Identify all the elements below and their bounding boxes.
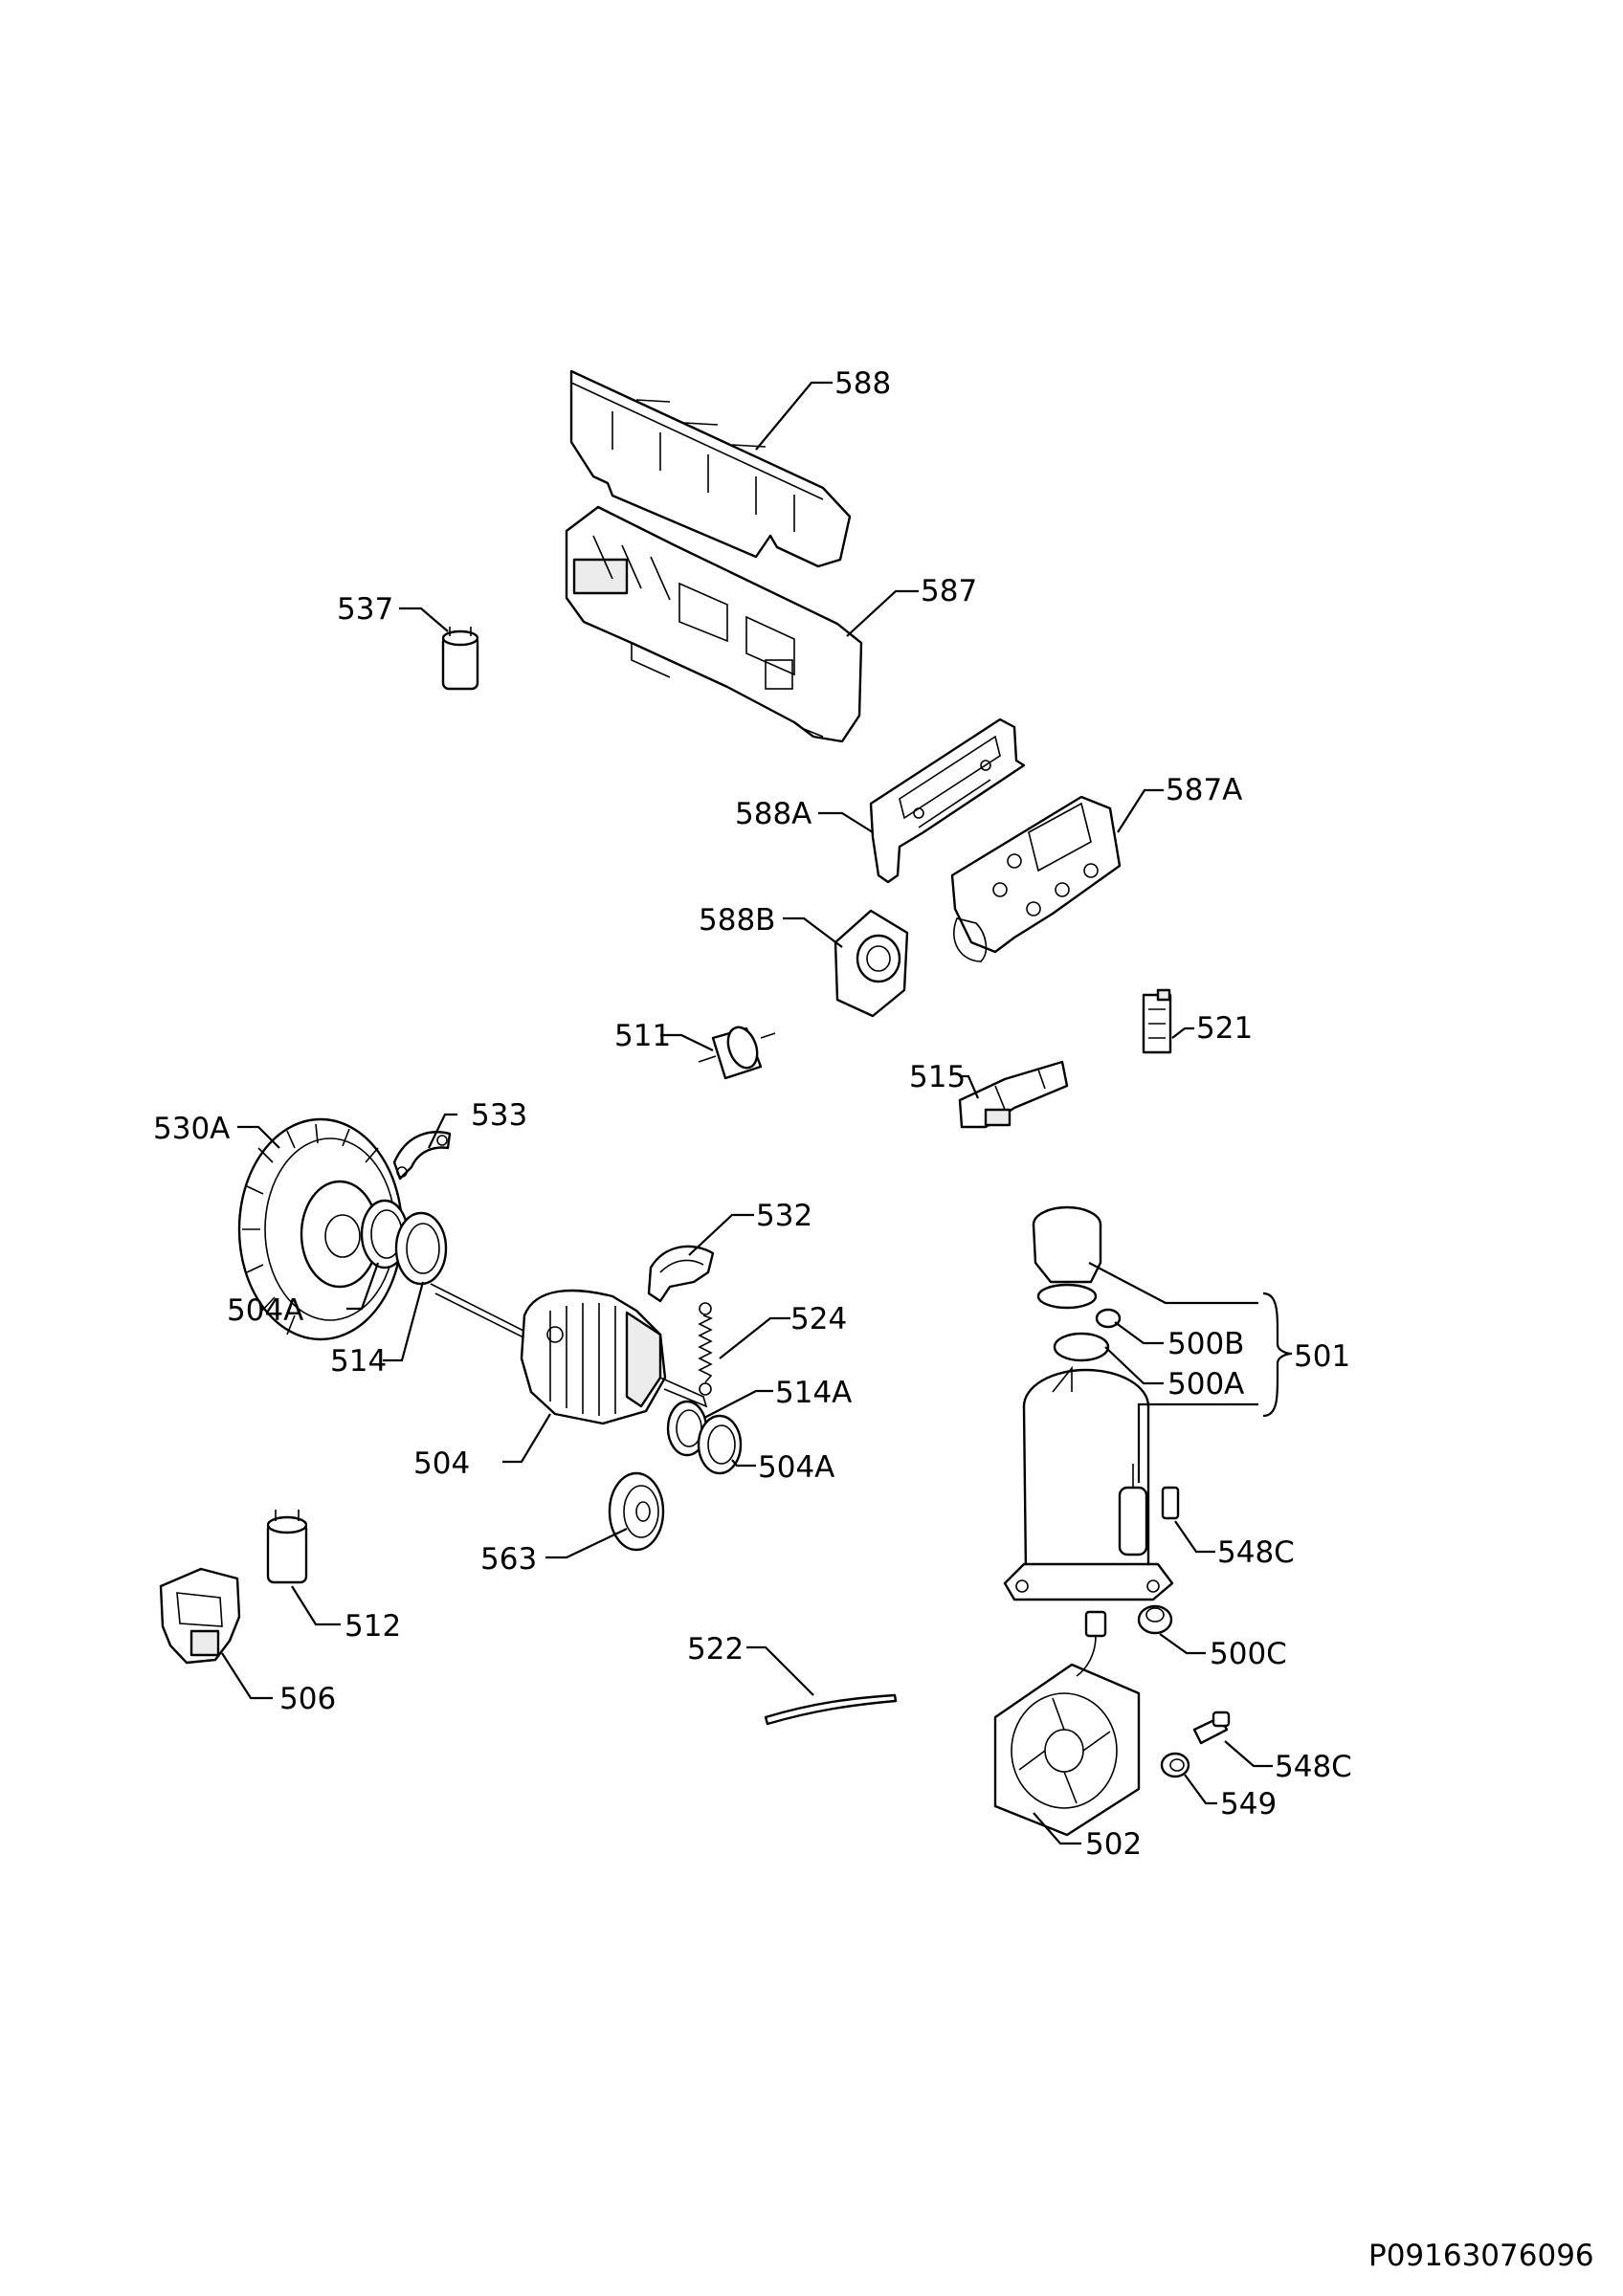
callout-537: 537: [337, 592, 393, 627]
part-588A-frame: [869, 718, 1026, 884]
callout-500B: 500B: [1167, 1327, 1244, 1361]
leader-500B: [1114, 1321, 1164, 1345]
part-500B-grommet: [1095, 1308, 1122, 1329]
part-512-capacitor: [266, 1510, 308, 1584]
leader-502: [1033, 1812, 1081, 1845]
part-521-connector: [1142, 988, 1172, 1054]
callout-501: 501: [1294, 1339, 1350, 1374]
bracket-501: [1262, 1292, 1293, 1418]
part-504A-seal-right: [697, 1414, 743, 1475]
part-549-grommet: [1160, 1752, 1190, 1778]
part-548C-valve-lower: [1192, 1711, 1231, 1745]
leader-511: [660, 1033, 714, 1051]
callout-504: 504: [413, 1446, 470, 1481]
callout-588B: 588B: [699, 903, 775, 938]
callout-502: 502: [1085, 1827, 1142, 1862]
leader-500C: [1159, 1633, 1206, 1655]
leader-504A-left: [346, 1262, 380, 1311]
leader-501-bracket-top: [1088, 1262, 1258, 1305]
callout-588A: 588A: [735, 797, 812, 831]
callout-514: 514: [330, 1344, 387, 1379]
leader-549: [1184, 1774, 1217, 1805]
callout-530A: 530A: [153, 1112, 230, 1146]
callout-533: 533: [471, 1098, 527, 1133]
part-506-pump: [159, 1567, 241, 1665]
callout-506: 506: [279, 1682, 336, 1716]
leader-532: [688, 1213, 754, 1256]
part-588-cover: [569, 369, 852, 568]
callout-587A: 587A: [1166, 773, 1242, 807]
leader-588: [755, 381, 833, 451]
callout-512: 512: [345, 1609, 401, 1644]
part-511-filter: [698, 1026, 776, 1080]
leader-548C-upper: [1174, 1520, 1215, 1554]
document-reference: P09163076096: [1368, 2239, 1594, 2273]
callout-511: 511: [614, 1019, 671, 1053]
callout-549: 549: [1220, 1787, 1277, 1821]
leader-504A-right: [731, 1459, 756, 1468]
callout-524: 524: [790, 1302, 847, 1336]
callout-504A-left: 504A: [227, 1293, 303, 1328]
part-515-sensor: [958, 1060, 1069, 1129]
leader-500A: [1104, 1346, 1164, 1385]
part-530A-fan-wheel: [237, 1117, 404, 1341]
leader-533: [428, 1113, 457, 1149]
part-502-fan: [993, 1610, 1141, 1837]
callout-500C: 500C: [1210, 1637, 1287, 1671]
leader-522: [746, 1645, 814, 1696]
callout-587: 587: [921, 574, 977, 608]
callout-532: 532: [756, 1199, 812, 1233]
callout-500A: 500A: [1167, 1367, 1244, 1402]
part-522-strip: [764, 1693, 898, 1726]
leader-504: [502, 1413, 551, 1464]
leader-587: [846, 589, 919, 637]
part-500C-grommet: [1137, 1604, 1173, 1635]
part-501-compressor: [1003, 1205, 1174, 1601]
part-524-spring: [698, 1302, 713, 1396]
leader-514A: [703, 1389, 773, 1419]
leader-548C-lower: [1224, 1740, 1273, 1768]
part-587A-pcb: [950, 795, 1122, 962]
callout-514A: 514A: [775, 1376, 852, 1410]
leader-506: [221, 1652, 273, 1700]
callout-521: 521: [1196, 1011, 1253, 1046]
part-563-pulley: [608, 1471, 665, 1552]
callout-548C-upper: 548C: [1217, 1535, 1295, 1570]
part-588B-selector: [834, 909, 909, 1018]
callout-522: 522: [687, 1632, 744, 1667]
part-504-motor: [430, 1283, 708, 1425]
leader-515: [960, 1074, 980, 1099]
part-514-seal-ring: [394, 1211, 448, 1286]
part-548C-valve-upper: [1161, 1486, 1180, 1520]
part-587-control-board: [565, 505, 863, 743]
leader-563: [545, 1528, 628, 1559]
leader-588B: [783, 916, 843, 948]
leader-512: [291, 1585, 341, 1626]
callout-588: 588: [834, 366, 891, 401]
leader-587A: [1117, 788, 1164, 833]
leader-530A: [237, 1125, 280, 1149]
callout-548C-lower: 548C: [1275, 1750, 1352, 1784]
leader-514: [383, 1281, 425, 1362]
callout-504A-right: 504A: [758, 1450, 834, 1485]
part-532-bracket: [647, 1245, 715, 1303]
part-537-capacitor: [441, 627, 479, 691]
callout-563: 563: [480, 1542, 537, 1577]
leader-524: [719, 1316, 790, 1359]
leader-537: [399, 607, 449, 632]
part-533-clamp: [392, 1131, 452, 1181]
leader-501-bracket-bottom: [1137, 1402, 1258, 1483]
leader-588A: [818, 811, 874, 833]
leader-521: [1171, 1027, 1194, 1039]
callout-515: 515: [909, 1060, 966, 1094]
